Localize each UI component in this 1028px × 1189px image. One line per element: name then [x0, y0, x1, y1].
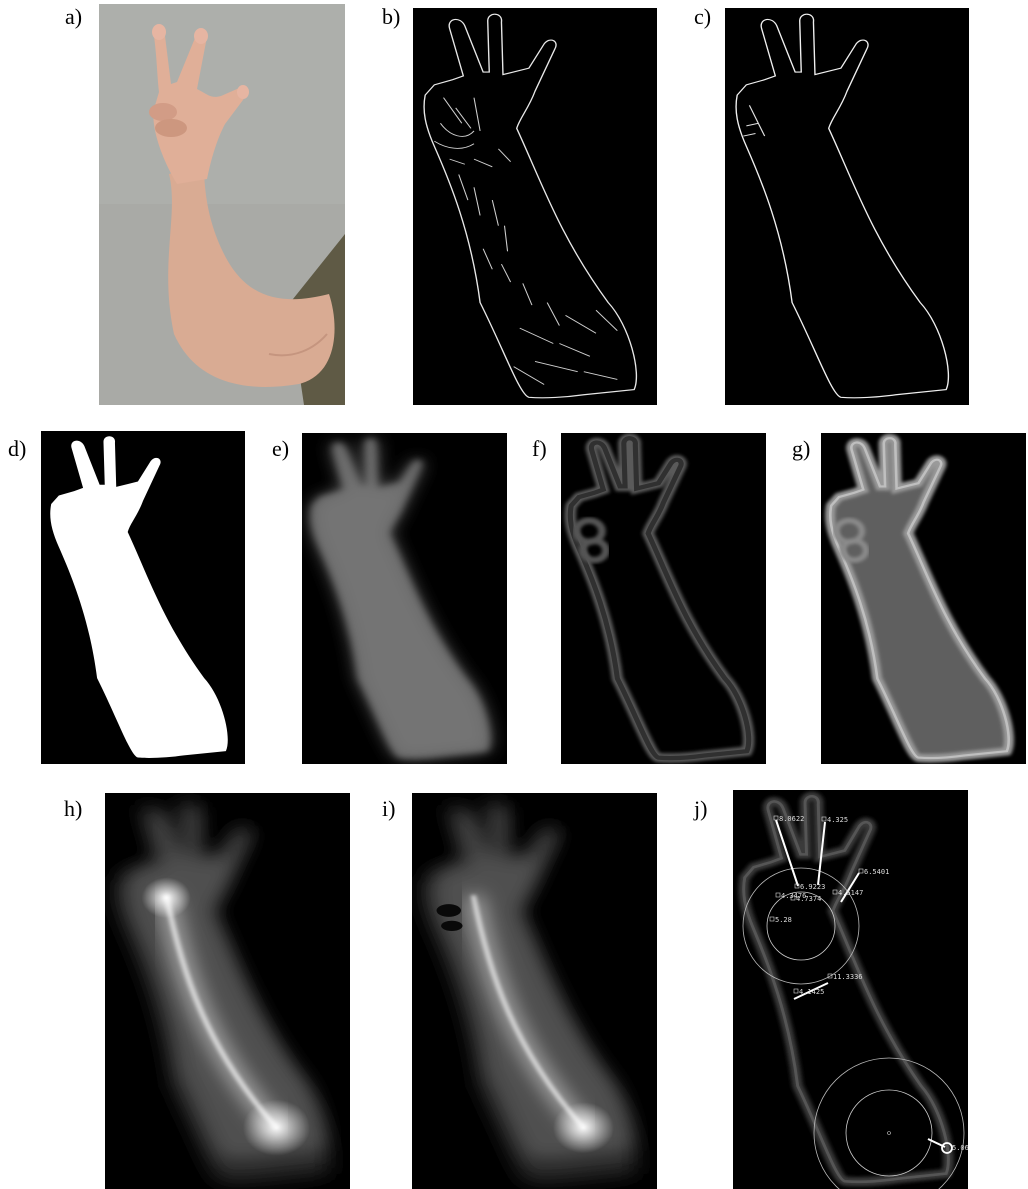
- panel-d-silhouette: [41, 431, 245, 764]
- panel-h-distance: [105, 793, 350, 1189]
- panel-label-f: f): [532, 438, 547, 460]
- annotation-7: 4.3476: [781, 892, 806, 900]
- annotation-11: 5.06: [952, 1144, 968, 1152]
- panel-c-contour: [725, 8, 969, 405]
- panel-label-c: c): [694, 6, 711, 28]
- panel-label-e: e): [272, 438, 289, 460]
- annotation-5: 4.6147: [838, 889, 863, 897]
- annotation-10: 4.1425: [799, 988, 824, 996]
- panel-label-a: a): [65, 6, 82, 28]
- annotation-4: 6.9223: [800, 883, 825, 891]
- panel-label-d: d): [8, 438, 26, 460]
- annotation-8: 5.28: [775, 916, 792, 924]
- annotation-1: 8.0622: [779, 815, 804, 823]
- annotation-2: 4.325: [827, 816, 848, 824]
- panel-label-g: g): [792, 438, 810, 460]
- annotation-9: 11.3336: [833, 973, 863, 981]
- panel-a-photo: [99, 4, 345, 405]
- annotation-3: 6.5401: [864, 868, 889, 876]
- panel-i-distance-refined: [412, 793, 657, 1189]
- panel-g-combined: [821, 433, 1026, 764]
- panel-b-edges: [413, 8, 657, 405]
- panel-label-j: j): [694, 798, 707, 820]
- panel-j-fingers: 8.0622 4.325 6.5401 6.9223 4.6147 4.7374…: [733, 790, 968, 1189]
- panel-label-i: i): [382, 798, 395, 820]
- panel-e-blurred: [302, 433, 507, 764]
- panel-label-h: h): [64, 798, 82, 820]
- panel-f-band: [561, 433, 766, 764]
- panel-label-b: b): [382, 6, 400, 28]
